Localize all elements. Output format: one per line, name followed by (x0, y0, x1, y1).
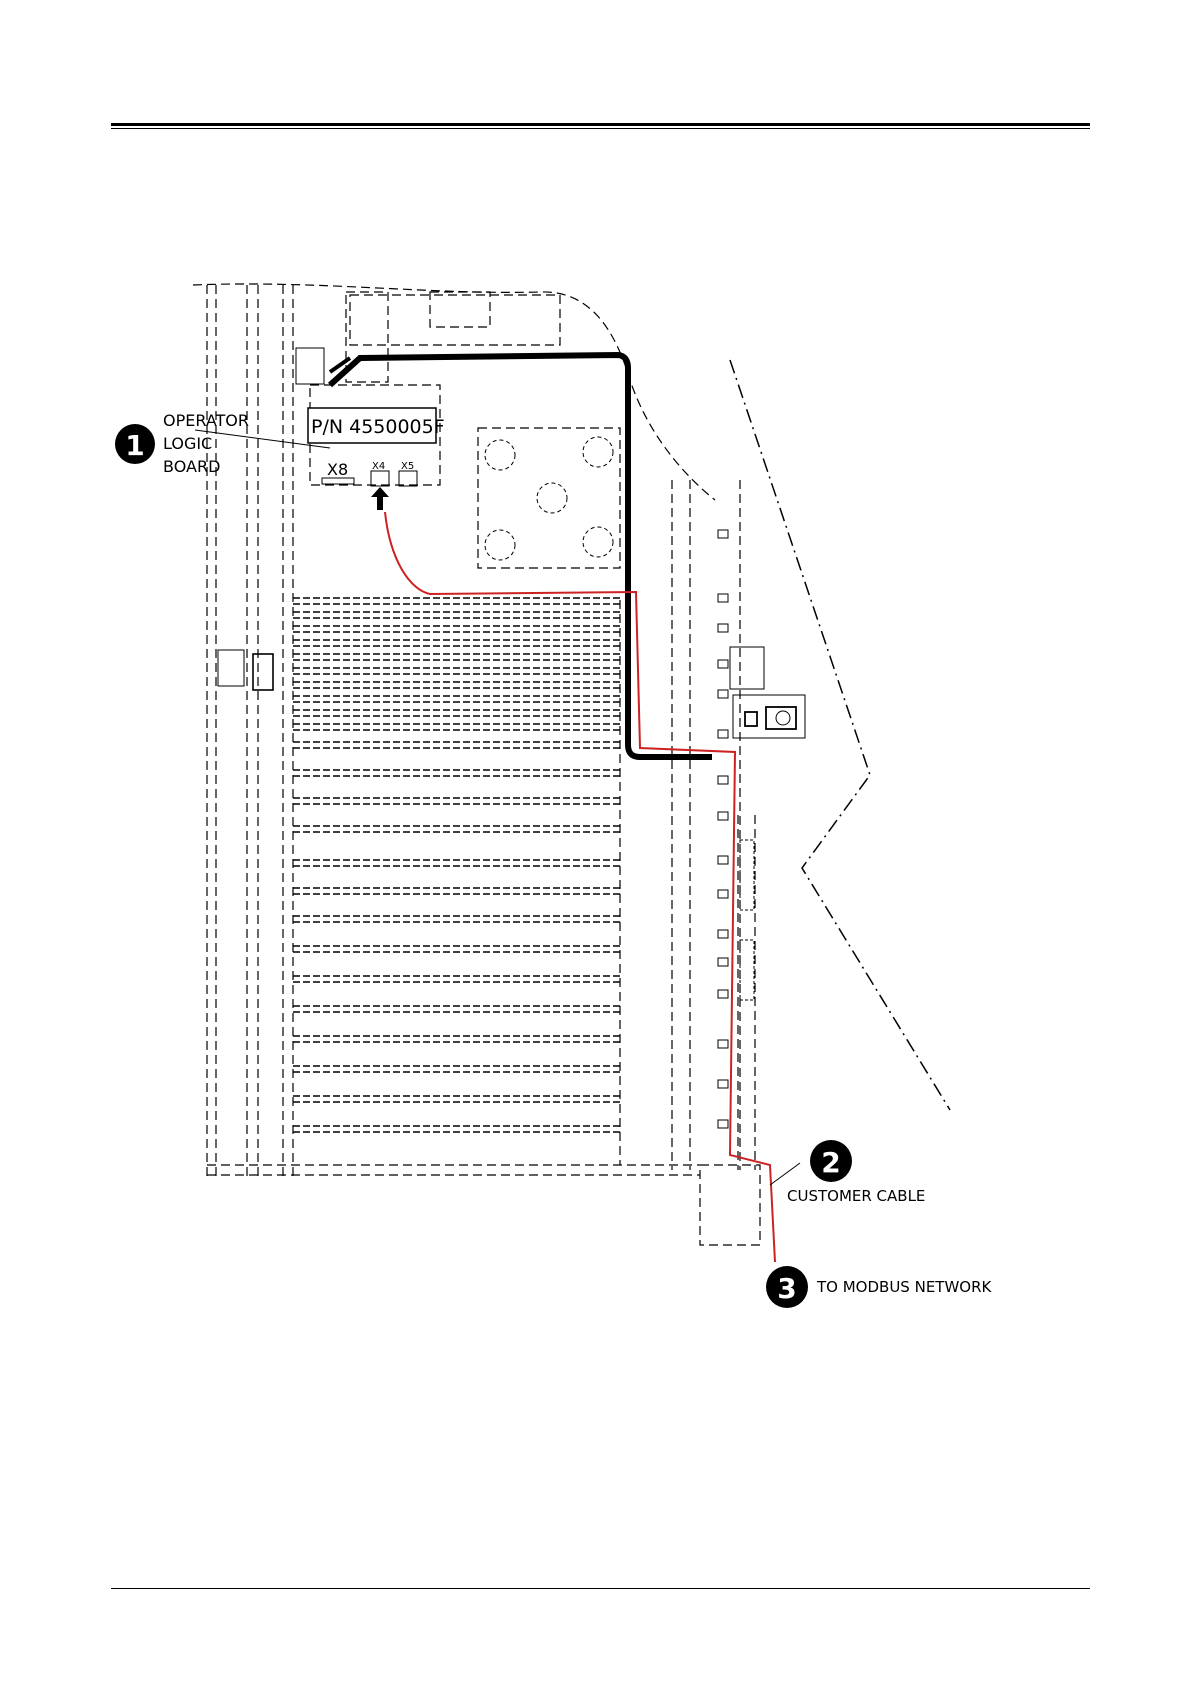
x4-arrow-icon (371, 487, 389, 510)
callout-3-number: 3 (777, 1272, 796, 1305)
callout-2-text: CUSTOMER CABLE (787, 1187, 925, 1205)
callout-2-leader (770, 1163, 800, 1185)
connector-x8-label: X8 (327, 460, 348, 479)
louvre-grid (293, 598, 620, 1132)
boundary-line (730, 360, 950, 1110)
board-part-number: P/N 4550005F (311, 416, 445, 438)
connector-x5-label: X5 (401, 461, 414, 472)
callout-1-number: 1 (125, 429, 144, 462)
callout-1-line-3: BOARD (163, 457, 220, 476)
fan-assembly (485, 437, 613, 560)
connector-x4 (371, 471, 389, 486)
cabinet-outline (193, 284, 760, 1245)
customer-cable (385, 512, 775, 1262)
connector-x4-label: X4 (372, 461, 385, 472)
callout-3-text: TO MODBUS NETWORK (816, 1278, 993, 1296)
callout-2-number: 2 (821, 1146, 840, 1179)
connector-x5 (399, 471, 417, 486)
callout-1-line-1: OPERATOR (163, 411, 249, 430)
callout-1-line-2: LOGIC (163, 434, 212, 453)
